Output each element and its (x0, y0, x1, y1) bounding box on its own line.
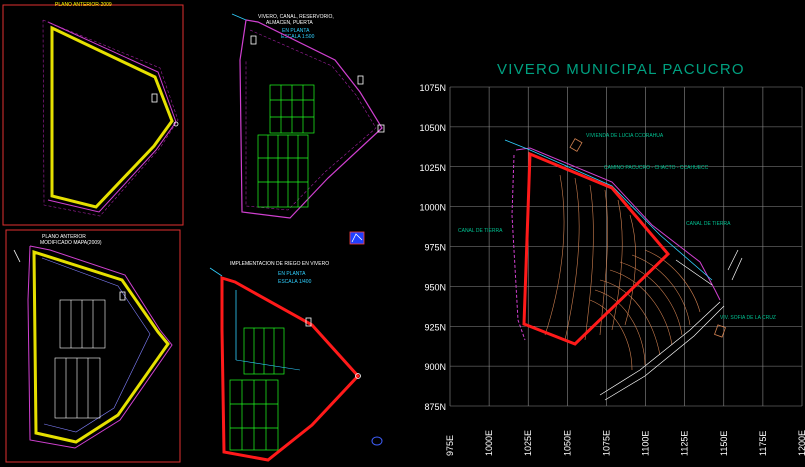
panel-title: IMPLEMENTACION DE RIEGO EN VIVERO (230, 261, 329, 267)
road-lines (599, 249, 743, 401)
panel-subtitle: EN PLANTA (278, 271, 306, 277)
x-tick-label: 1150E (719, 431, 729, 456)
canal-line (231, 13, 247, 21)
annotation-canal-left: CANAL DE TIERRA (458, 228, 503, 234)
lot-polygon (32, 249, 170, 444)
y-tick-label: 1075N (419, 83, 446, 93)
panel-plano-modificado: PLANO ANTERIOR MODIFICADO MAPA(2009) (5, 229, 181, 463)
panel-frame (2, 4, 184, 226)
panel-implementacion-riego: IMPLEMENTACION DE RIEGO EN VIVERO EN PLA… (209, 261, 383, 462)
marker (305, 317, 312, 327)
annotation-canal-right: CANAL DE TIERRA (686, 221, 731, 227)
panel-title-line1: VIVERO, CANAL, RESERVORIO, (258, 14, 334, 20)
panel-subtitle: EN PLANTA (282, 28, 310, 34)
nursery-beds-lower (54, 357, 101, 419)
nursery-beds-upper (269, 84, 315, 134)
irrigation-polygon (220, 275, 361, 462)
contour-lines (544, 174, 701, 371)
x-tick-label: 975E (445, 435, 455, 456)
panel-plano-anterior-2009: PLANO ANTERIOR-2009 (2, 2, 184, 226)
y-axis-labels: 1075N 1050N 1025N 1000N 975N 950N 925N 900N 875N (419, 83, 446, 412)
x-tick-label: 1125E (680, 431, 690, 456)
marker-circle (173, 121, 179, 127)
y-tick-label: 950N (424, 282, 446, 292)
y-tick-label: 1000N (419, 203, 446, 213)
main-title: VIVERO MUNICIPAL PACUCRO (497, 61, 745, 78)
canal-line (209, 267, 223, 277)
nursery-beds-lower (257, 134, 309, 208)
canal-line (504, 139, 713, 281)
panel-title-line2: ALMACEN, PUERTA (266, 20, 313, 26)
coordinate-grid (449, 86, 803, 407)
panel-title-line1: PLANO ANTERIOR (42, 234, 86, 240)
nursery-beds-lower (229, 379, 279, 451)
x-tick-label: 1025E (523, 430, 533, 456)
panel-title-line2: MODIFICADO MAPA(2009) (40, 240, 102, 246)
annotation-camino: CAMINO PACUCRO - CHACTO - CCAHUECC (604, 165, 709, 171)
marker-arrow (13, 249, 21, 263)
panel-vivero-canal: VIVERO, CANAL, RESERVORIO, ALMACEN, PUER… (231, 13, 385, 245)
panel-title: PLANO ANTERIOR-2009 (55, 2, 112, 8)
y-tick-label: 900N (424, 362, 446, 372)
y-tick-label: 1025N (419, 163, 446, 173)
x-tick-label: 1050E (562, 430, 572, 456)
y-tick-label: 1050N (419, 123, 446, 133)
marker (119, 291, 126, 301)
inner-boundary (41, 257, 151, 433)
main-plan: VIVERO MUNICIPAL PACUCRO 1075N 1050N 1025N… (419, 61, 805, 456)
vivero-polygon (522, 151, 671, 346)
y-tick-label: 875N (424, 402, 446, 412)
x-tick-label: 1000E (484, 430, 494, 456)
house-marker (714, 324, 726, 338)
nursery-beds-upper (243, 327, 285, 375)
x-axis-labels: 975E 1000E 1025E 1050E 1075E 1100E 1125E 1150E 1… (445, 430, 805, 456)
marker (151, 93, 158, 103)
compass-arrow (351, 233, 363, 243)
outer-boundary (239, 19, 383, 219)
x-tick-label: 1100E (641, 431, 651, 456)
panel-scale: ESCALA 1/400 (278, 279, 312, 285)
annotation-vivienda: VIVIENDA DE LUCIA CCORAHUA (586, 133, 664, 139)
outer-boundary-dashed (42, 19, 179, 217)
compass-block (349, 231, 365, 245)
x-tick-label: 1075E (601, 430, 611, 456)
compass-symbol (371, 436, 383, 446)
marker (250, 35, 257, 45)
nursery-beds-upper (59, 299, 106, 349)
inner-boundary (245, 29, 377, 211)
outer-boundary (27, 245, 173, 449)
marker-circle (355, 373, 361, 379)
marker (377, 124, 385, 133)
x-tick-label: 1175E (758, 431, 768, 456)
panel-scale: ESCALA 1:500 (281, 34, 315, 40)
house-marker (569, 138, 583, 152)
outer-boundary (515, 147, 721, 301)
annotation-sofia: VIV. SOFIA DE LA CRUZ (720, 315, 776, 321)
x-tick-label: 1200E (797, 430, 805, 456)
pipe-line (235, 359, 301, 371)
lot-polygon (50, 25, 174, 209)
panel-frame (5, 229, 181, 463)
outer-boundary-west (511, 154, 526, 341)
y-tick-label: 975N (424, 243, 446, 253)
marker (357, 75, 364, 85)
outer-boundary (47, 21, 177, 213)
y-tick-label: 925N (424, 322, 446, 332)
